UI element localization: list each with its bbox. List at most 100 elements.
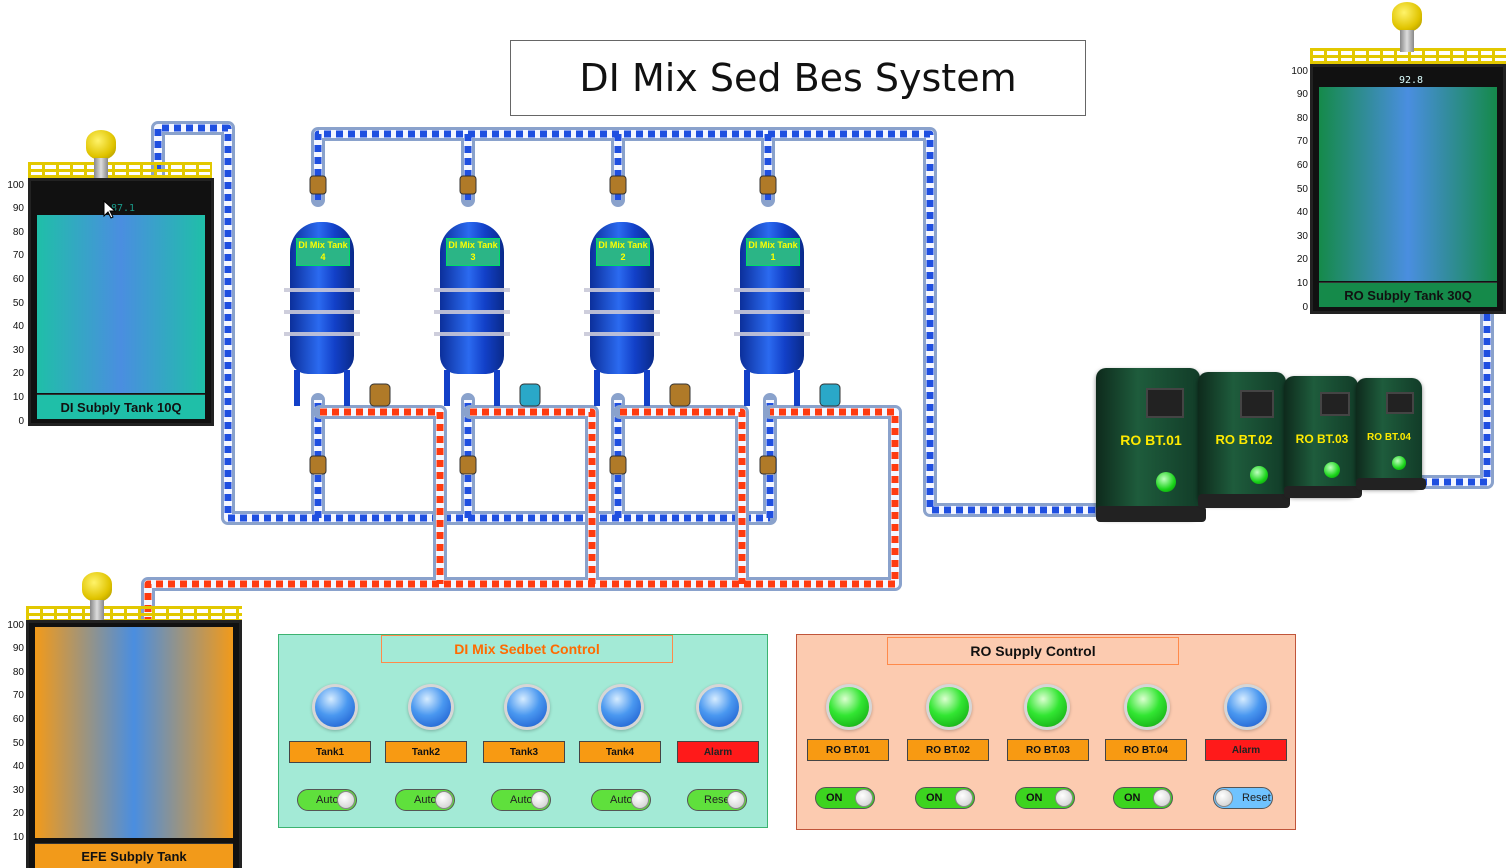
- vessel-piping: [734, 286, 810, 346]
- pump-status-led: [1250, 466, 1268, 484]
- scale-tick: 100: [7, 620, 24, 631]
- ro-bt-03-on-toggle[interactable]: ON: [1015, 787, 1075, 809]
- scale-tick: 10: [1296, 278, 1308, 289]
- tank3-label: Tank3: [483, 741, 565, 763]
- ro-bt-01-on-toggle[interactable]: ON: [815, 787, 875, 809]
- tank-railing: [26, 606, 242, 622]
- scale-tick: 30: [12, 785, 24, 796]
- pump-label: RO BT.02: [1215, 432, 1273, 447]
- scale-tick: 20: [12, 368, 24, 379]
- tank1-auto-toggle[interactable]: Auto: [297, 789, 357, 811]
- level-sensor-icon: [1392, 2, 1422, 54]
- scale-tick: 80: [12, 667, 24, 678]
- pump-label: RO BT.03: [1295, 432, 1349, 446]
- scale-tick: 60: [12, 274, 24, 285]
- mouse-cursor-icon: [103, 200, 117, 219]
- ro-bt-03-label: RO BT.03: [1007, 739, 1089, 761]
- scale-tick: 0: [18, 416, 24, 427]
- tank-level-value: 87.1: [111, 203, 136, 214]
- status-lamp-alarm: [1227, 687, 1267, 727]
- page-title: DI Mix Sed Bes System: [510, 40, 1086, 116]
- pump-ro-bt-01[interactable]: RO BT.01: [1096, 368, 1206, 522]
- di-supply-tank: 87.1 DI Subply Tank 10Q: [28, 178, 214, 426]
- status-lamp-ro-bt-04: [1127, 687, 1167, 727]
- panel-title: RO Supply Control: [887, 637, 1179, 665]
- ro-bt-02-on-toggle[interactable]: ON: [915, 787, 975, 809]
- tank-level-fill: [35, 627, 233, 838]
- red-pipe: [141, 405, 902, 787]
- tank-level-value: 92.8: [1399, 75, 1424, 86]
- ro-bt-02-label: RO BT.02: [907, 739, 989, 761]
- level-sensor-icon: [86, 130, 116, 182]
- status-lamp-tank3: [507, 687, 547, 727]
- ro-bt-01-label: RO BT.01: [807, 739, 889, 761]
- scale-tick: 50: [1296, 184, 1308, 195]
- efe-supply-tank: EFE Subply Tank: [26, 620, 242, 868]
- tank-railing: [1310, 48, 1506, 64]
- tank-level-fill: [1319, 87, 1497, 281]
- pump-label: RO BT.04: [1367, 432, 1411, 443]
- efe-tank-scale: 100 90 80 70 60 50 40 30 20 10: [0, 620, 24, 850]
- tank-label: EFE Subply Tank: [35, 843, 233, 868]
- scale-tick: 40: [1296, 207, 1308, 218]
- scale-tick: 50: [12, 738, 24, 749]
- tank3-auto-toggle[interactable]: Auto: [491, 789, 551, 811]
- status-lamp-ro-bt-03: [1027, 687, 1067, 727]
- pump-ro-bt-03[interactable]: RO BT.03: [1284, 376, 1362, 498]
- status-lamp-tank2: [411, 687, 451, 727]
- scale-tick: 30: [1296, 231, 1308, 242]
- alarm-label: Alarm: [677, 741, 759, 763]
- status-lamp-tank1: [315, 687, 355, 727]
- tank-label: DI Subply Tank 10Q: [37, 394, 205, 419]
- pump-ro-bt-04[interactable]: RO BT.04: [1356, 378, 1426, 490]
- scale-tick: 10: [12, 392, 24, 403]
- tank2-label: Tank2: [385, 741, 467, 763]
- scale-tick: 90: [12, 203, 24, 214]
- tank-label: RO Subply Tank 30Q: [1319, 282, 1497, 307]
- scale-tick: 80: [12, 227, 24, 238]
- status-lamp-tank4: [601, 687, 641, 727]
- alarm-reset-button[interactable]: Reset: [1213, 787, 1273, 809]
- scale-tick: 70: [12, 250, 24, 261]
- ro-supply-control-panel: RO Supply Control RO BT.01 RO BT.02 RO B…: [796, 634, 1296, 830]
- scale-tick: 40: [12, 761, 24, 772]
- pump-ro-bt-02[interactable]: RO BT.02: [1198, 372, 1290, 508]
- tank1-label: Tank1: [289, 741, 371, 763]
- scale-tick: 30: [12, 345, 24, 356]
- scale-tick: 80: [1296, 113, 1308, 124]
- status-lamp-ro-bt-02: [929, 687, 969, 727]
- scale-tick: 20: [12, 808, 24, 819]
- pump-status-led: [1392, 456, 1406, 470]
- status-lamp-ro-bt-01: [829, 687, 869, 727]
- scale-tick: 100: [1291, 66, 1308, 77]
- tank4-auto-toggle[interactable]: Auto: [591, 789, 651, 811]
- tank2-auto-toggle[interactable]: Auto: [395, 789, 455, 811]
- scale-tick: 60: [12, 714, 24, 725]
- pump-status-led: [1324, 462, 1340, 478]
- ro-bt-04-on-toggle[interactable]: ON: [1113, 787, 1173, 809]
- ro-supply-tank: 92.8 RO Subply Tank 30Q: [1310, 64, 1506, 314]
- vessel-piping: [284, 286, 360, 346]
- scale-tick: 90: [1296, 89, 1308, 100]
- alarm-label: Alarm: [1205, 739, 1287, 761]
- tank4-label: Tank4: [579, 741, 661, 763]
- scale-tick: 10: [12, 832, 24, 843]
- scale-tick: 90: [12, 643, 24, 654]
- alarm-reset-toggle[interactable]: Reset: [687, 789, 747, 811]
- ro-bt-04-label: RO BT.04: [1105, 739, 1187, 761]
- scale-tick: 70: [12, 690, 24, 701]
- tank-railing: [28, 162, 212, 178]
- pump-status-led: [1156, 472, 1176, 492]
- ro-tank-scale: 100 90 80 70 60 50 40 30 20 10 0: [1284, 66, 1308, 313]
- vessel-piping: [434, 286, 510, 346]
- di-mix-control-panel: DI Mix Sedbet Control Tank1 Tank2 Tank3 …: [278, 634, 768, 828]
- status-lamp-alarm: [699, 687, 739, 727]
- scale-tick: 70: [1296, 136, 1308, 147]
